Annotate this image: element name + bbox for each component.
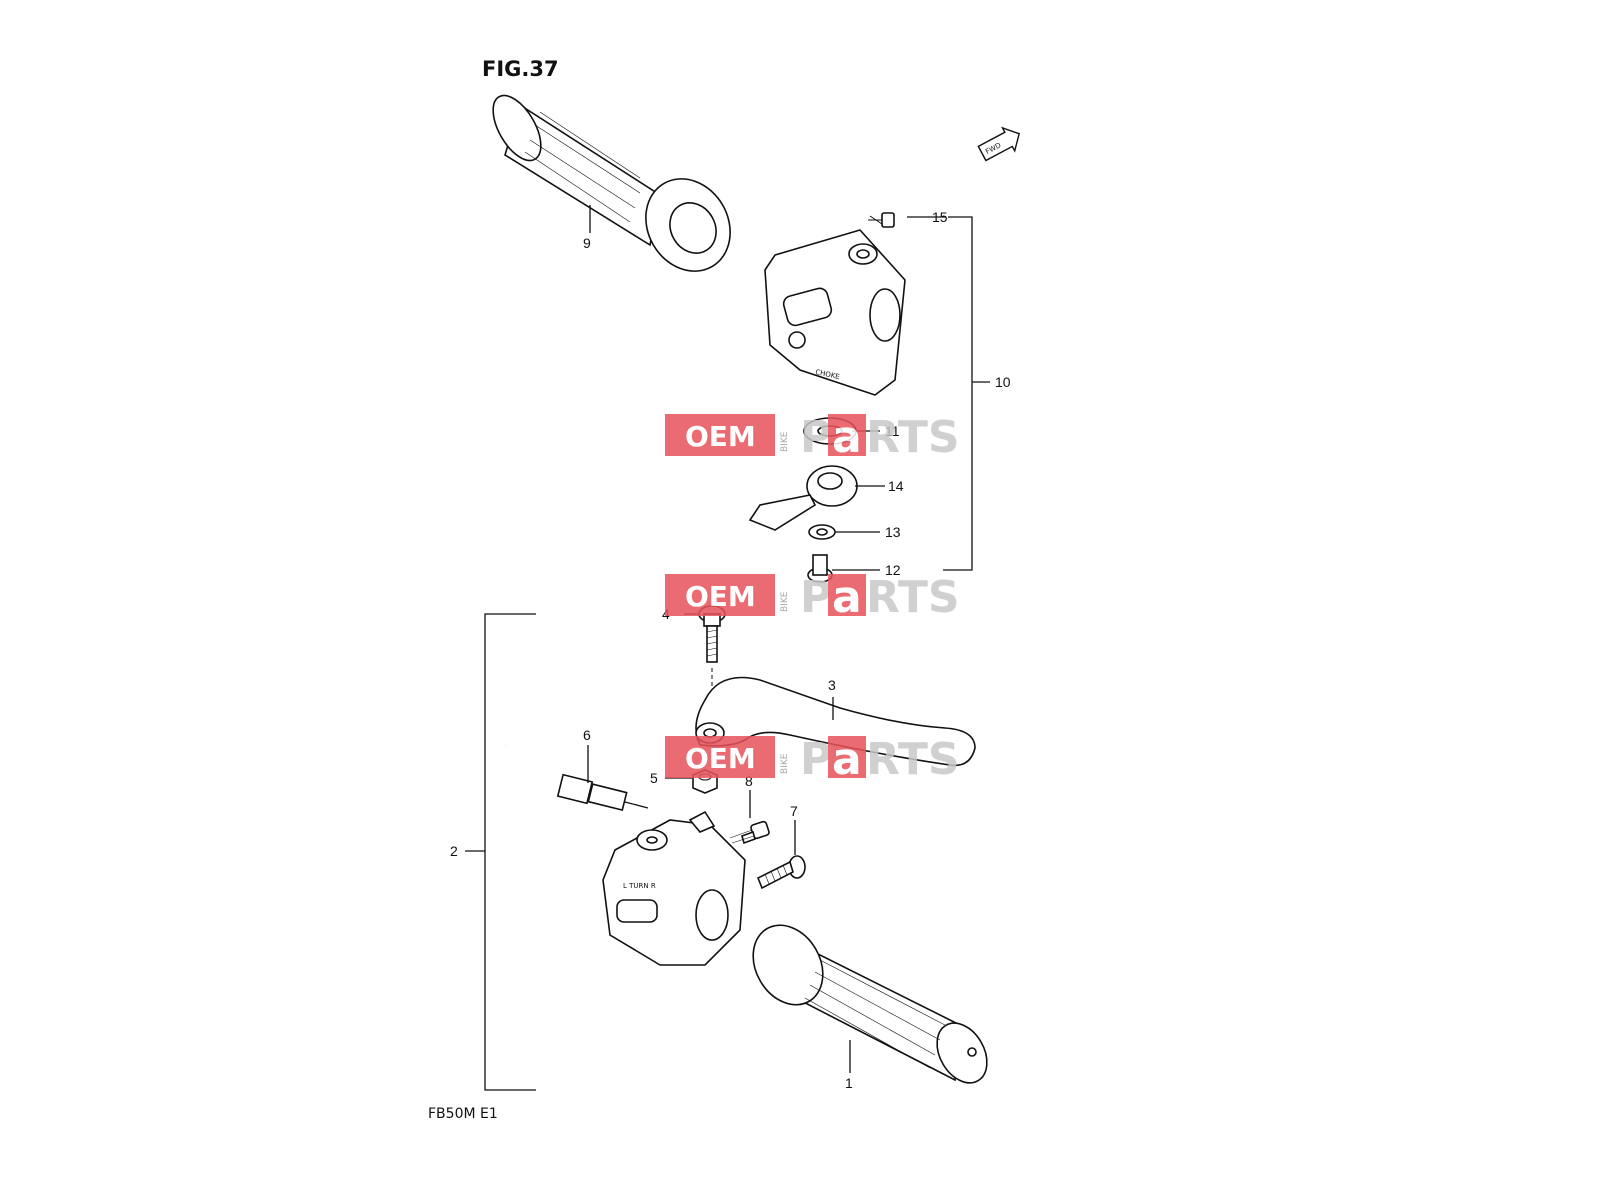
callout-14: 14 bbox=[888, 478, 904, 494]
callout-5: 5 bbox=[650, 770, 658, 786]
part-9-grip bbox=[492, 94, 731, 272]
svg-text:BIKE: BIKE bbox=[780, 591, 790, 612]
callout-15: 15 bbox=[932, 209, 948, 225]
svg-text:RTS: RTS bbox=[866, 734, 960, 785]
part-13-washer bbox=[808, 524, 836, 540]
svg-text:RTS: RTS bbox=[866, 572, 960, 623]
svg-text:a: a bbox=[832, 734, 862, 785]
figure-title: FIG.37 bbox=[482, 57, 559, 81]
svg-text:OEM: OEM bbox=[685, 420, 756, 453]
fwd-arrow-icon: FWD bbox=[977, 126, 1021, 162]
callout-7: 7 bbox=[790, 803, 798, 819]
svg-text:P: P bbox=[800, 572, 832, 623]
bracket-10 bbox=[907, 216, 990, 571]
svg-text:a: a bbox=[832, 572, 862, 623]
callout-6: 6 bbox=[583, 727, 591, 743]
part-6-switch-wire bbox=[502, 743, 649, 812]
callout-3: 3 bbox=[828, 677, 836, 693]
svg-text:RTS: RTS bbox=[866, 412, 960, 463]
callout-2: 2 bbox=[450, 843, 458, 859]
callout-9: 9 bbox=[583, 235, 591, 251]
turn-signal-marking: L TURN R bbox=[623, 882, 656, 890]
svg-text:BIKE: BIKE bbox=[780, 753, 790, 774]
callout-11: 11 bbox=[885, 423, 900, 439]
watermark-2: OEM BIKE P a RTS bbox=[665, 572, 960, 623]
svg-text:P: P bbox=[800, 412, 832, 463]
part-1-grip bbox=[752, 924, 988, 1084]
watermark-1: OEM BIKE P a RTS bbox=[665, 412, 960, 463]
bracket-2 bbox=[465, 613, 536, 1091]
part-7-screw bbox=[756, 820, 806, 890]
svg-text:P: P bbox=[800, 734, 832, 785]
part-15-screw bbox=[868, 212, 895, 228]
callout-12: 12 bbox=[885, 562, 901, 578]
callout-1: 1 bbox=[845, 1075, 853, 1091]
watermark-3: OEM BIKE P a RTS bbox=[665, 734, 960, 785]
callout-10: 10 bbox=[995, 374, 1011, 390]
part-14-choke-lever bbox=[748, 465, 858, 531]
svg-text:BIKE: BIKE bbox=[780, 431, 790, 452]
svg-text:OEM: OEM bbox=[685, 580, 756, 613]
svg-text:OEM: OEM bbox=[685, 742, 756, 775]
part-10-switch-housing: CHOKE bbox=[764, 229, 906, 396]
model-code: FB50M E1 bbox=[428, 1106, 498, 1122]
part-8-screw bbox=[729, 790, 770, 845]
part-2-switch-housing: L TURN R bbox=[602, 810, 746, 966]
svg-text:a: a bbox=[832, 412, 862, 463]
callout-8: 8 bbox=[745, 773, 753, 789]
callout-13: 13 bbox=[885, 524, 901, 540]
